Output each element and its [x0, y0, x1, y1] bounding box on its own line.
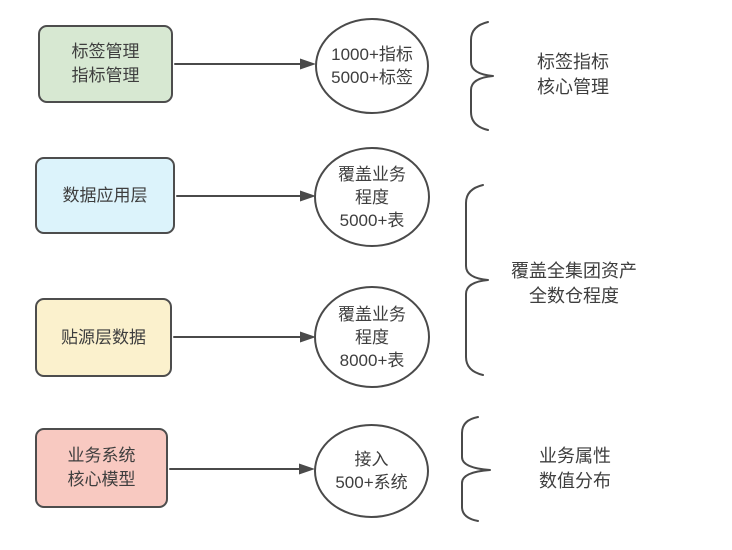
ellipse-label-line: 5000+表: [339, 210, 405, 230]
brace-label-line: 核心管理: [537, 77, 609, 97]
brace-middle: [465, 184, 489, 376]
ellipse-label-line: 5000+标签: [331, 68, 413, 87]
box-label-line: 指标管理: [71, 66, 140, 85]
box-data-application-layer: 数据应用层: [35, 157, 175, 234]
box-label-line: 贴源层数据: [61, 327, 146, 347]
brace-label-line: 标签指标: [537, 52, 609, 72]
box-label-line: 数据应用层: [62, 185, 148, 205]
brace-bottom: [461, 416, 491, 522]
box-label-line: 业务系统: [67, 446, 136, 465]
arrowhead-icon: [300, 58, 316, 70]
arrowhead-icon: [300, 190, 316, 202]
label-tag-indicator-core-management: 标签指标 核心管理: [508, 50, 638, 100]
arrowhead-icon: [299, 463, 315, 475]
label-group-asset-coverage: 覆盖全集团资产 全数仓程度: [498, 259, 650, 309]
ellipse-systems-count: 接入 500+系统: [314, 424, 429, 518]
brace-label-line: 全数仓程度: [529, 286, 619, 306]
brace-label-line: 业务属性: [539, 446, 611, 466]
ellipse-label-line: 程度: [355, 187, 389, 207]
ellipse-coverage-8000-tables: 覆盖业务 程度 8000+表: [314, 286, 430, 388]
arrowhead-icon: [300, 331, 316, 343]
ellipse-label-line: 接入: [354, 450, 389, 469]
box-label-line: 核心模型: [67, 470, 136, 489]
brace-top: [470, 21, 494, 131]
ellipse-label-line: 覆盖业务: [338, 304, 406, 324]
ellipse-coverage-5000-tables: 覆盖业务 程度 5000+表: [314, 147, 430, 247]
brace-label-line: 数值分布: [539, 471, 611, 491]
ellipse-label-line: 8000+表: [339, 350, 405, 370]
box-ods-layer-data: 贴源层数据: [35, 298, 172, 377]
ellipse-label-line: 覆盖业务: [338, 164, 406, 184]
ellipse-label-line: 程度: [355, 327, 389, 347]
label-business-attribute-distribution: 业务属性 数值分布: [510, 444, 640, 494]
brace-label-line: 覆盖全集团资产: [511, 261, 637, 281]
box-label-line: 标签管理: [71, 42, 140, 61]
ellipse-label-line: 500+系统: [335, 473, 408, 492]
ellipse-label-line: 1000+指标: [331, 45, 413, 64]
ellipse-indicators-tags-count: 1000+指标 5000+标签: [315, 18, 429, 114]
box-tag-indicator-management: 标签管理 指标管理: [38, 25, 173, 103]
box-business-system-core-model: 业务系统 核心模型: [35, 428, 168, 508]
